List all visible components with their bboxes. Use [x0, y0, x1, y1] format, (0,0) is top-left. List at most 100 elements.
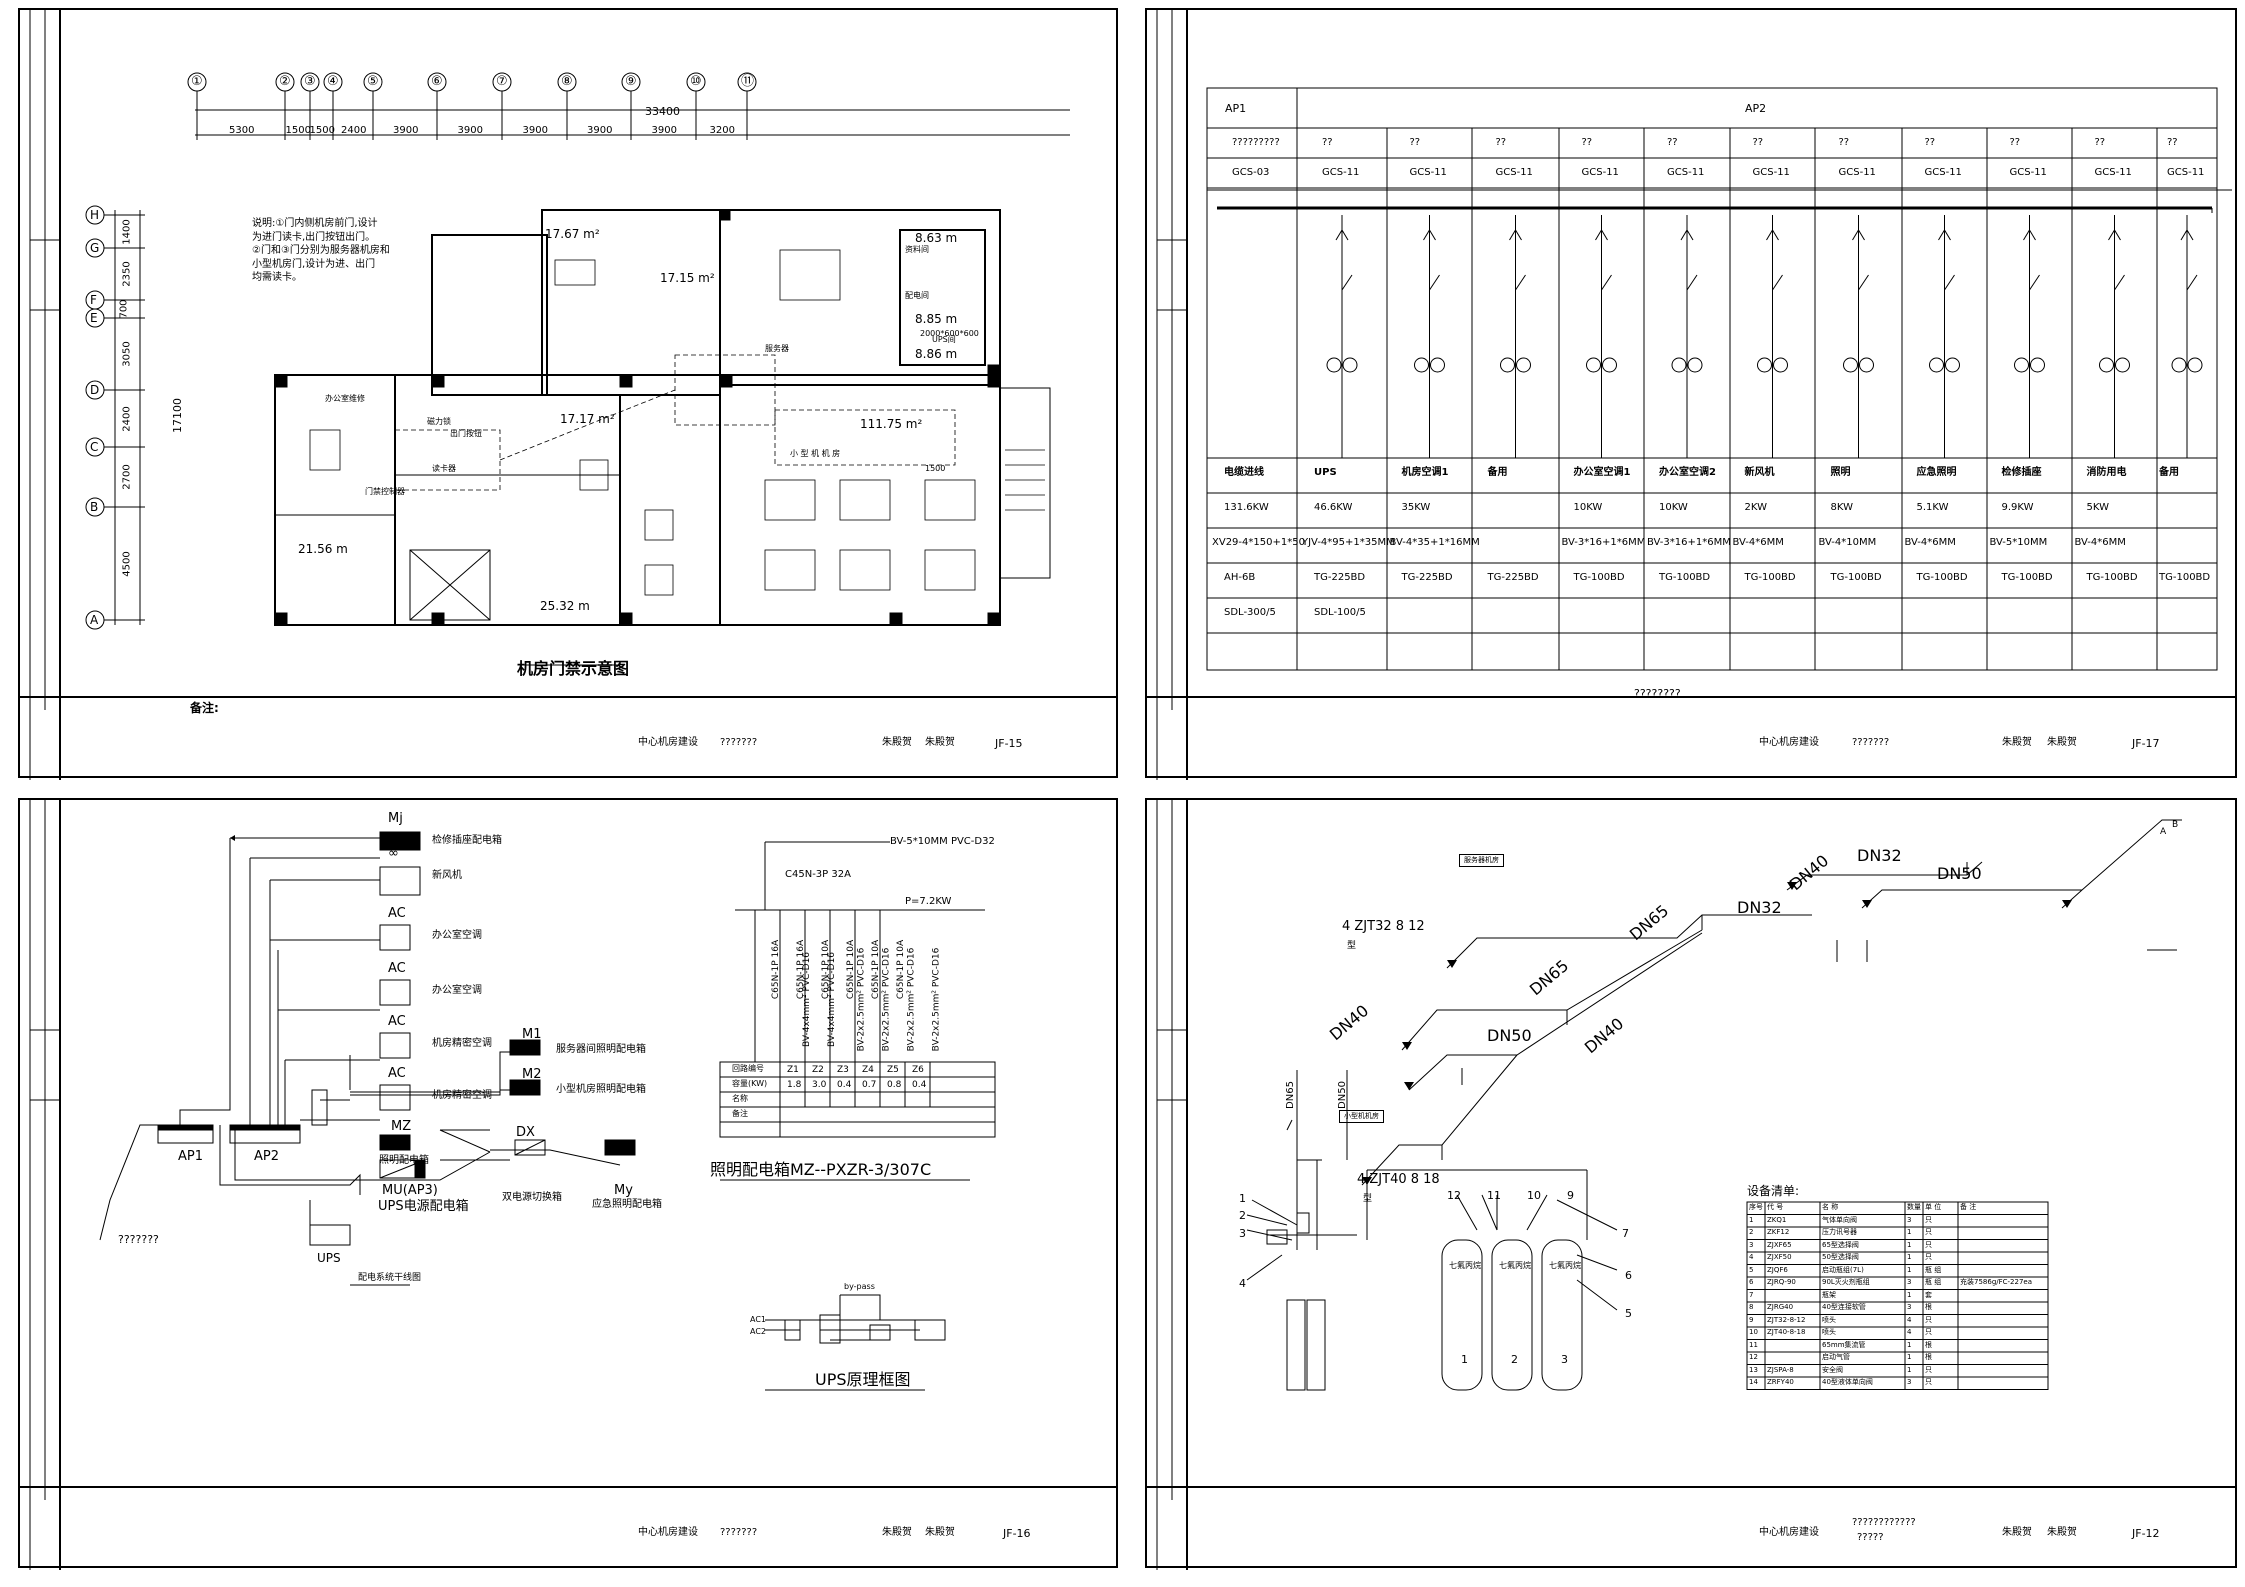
equipment-table-cell: 14	[1749, 1378, 1758, 1386]
equipment-table-cell: ZJRG40	[1767, 1303, 1794, 1311]
incoming-type: ??	[1838, 137, 1850, 148]
server-room-tag: 服务器机房	[1459, 854, 1504, 867]
circuit-breaker: TG-100BD	[2086, 572, 2138, 583]
m2-tag: M2	[522, 1067, 542, 1082]
vertical-dn65: DN65	[1284, 1081, 1296, 1109]
total-dimension: 33400	[645, 105, 680, 118]
switch-mark	[1509, 229, 1516, 241]
equipment-table-cell: 1	[1907, 1340, 1912, 1349]
cylinder-number: 3	[1561, 1353, 1568, 1366]
ap1-tag: AP1	[178, 1149, 204, 1164]
equipment-table-cell: 2	[1749, 1228, 1754, 1236]
room-label: 17.15 m²	[660, 271, 715, 285]
floor-plan-drawing	[29, 10, 1070, 780]
equipment-table-cell: ZRFY40	[1767, 1378, 1794, 1386]
row-dimension: 2700	[121, 464, 133, 490]
grid-dimension: 1500	[285, 125, 311, 136]
circuit-name: 检修插座	[2001, 467, 2042, 478]
panel-circuit-id: Z3	[837, 1065, 849, 1075]
incoming-type: ??	[1322, 137, 1333, 148]
panel-circuit-id: Z1	[787, 1065, 799, 1075]
row-dimension: 3050	[121, 341, 133, 367]
panel-circuit-kw: 3.0	[812, 1080, 827, 1090]
tb-drawing: ????????????	[1852, 1517, 1916, 1528]
load-name: 办公室空调	[432, 985, 482, 996]
switch-blade	[1944, 274, 1955, 291]
distribution-schematic	[1156, 10, 2232, 780]
m1-tag: M1	[522, 1027, 542, 1042]
nozzle-spec-1-sub: 型	[1347, 941, 1357, 951]
switch-mark	[1601, 229, 1608, 241]
equipment-table-cell: 只	[1925, 1228, 1932, 1236]
panel-circuit-id: Z4	[862, 1065, 874, 1075]
circuit-breaker: TG-100BD	[1573, 572, 1625, 583]
bypass-label: by-pass	[844, 1282, 875, 1291]
grid-axis-number: ①	[191, 74, 203, 89]
incoming-type: ??	[1581, 137, 1593, 148]
circuit-name: 照明	[1830, 467, 1851, 478]
row-dimension: 1400	[121, 218, 133, 245]
equipment-table-cell: 只	[1925, 1378, 1932, 1386]
cylinder-number: 2	[1511, 1353, 1518, 1366]
equipment-table-cell: 安全阀	[1822, 1365, 1843, 1374]
schedule-caption: ????????	[1634, 687, 1681, 700]
tb-checker: 朱殿贺	[925, 737, 955, 748]
circuit-cable: BV-4*6MM	[1904, 537, 1956, 548]
grid-row-letter: E	[90, 311, 98, 325]
switch-mark	[2029, 229, 2036, 241]
panel-power: P=7.2KW	[905, 896, 952, 907]
tb-number: JF-16	[1003, 1527, 1031, 1540]
ct-symbol	[1773, 357, 1788, 373]
circuit-power: 10KW	[1573, 502, 1603, 513]
equipment-table-header: 名 称	[1822, 1203, 1839, 1211]
pipe-size: DN50	[1937, 864, 1982, 883]
incoming-type: ??	[1495, 137, 1507, 148]
room-label: 111.75 m²	[860, 417, 923, 431]
load-tag: AC	[388, 1014, 406, 1029]
equipment-table-cell: 12	[1749, 1353, 1758, 1361]
pipe-end-a: A	[2160, 827, 2167, 837]
circuit-cable: BV-4*35+1*16MM	[1389, 537, 1480, 548]
equipment-table-cell: 9	[1749, 1315, 1754, 1324]
tb-drawing: ???????	[720, 1527, 758, 1538]
callout-number: 10	[1527, 1189, 1541, 1202]
ac2-label: AC2	[750, 1327, 767, 1336]
switch-mark	[1858, 229, 1865, 241]
tb-number: JF-17	[2132, 737, 2160, 750]
grid-dimension: 5300	[229, 125, 255, 136]
cabinet-type: GCS-11	[1322, 167, 1360, 178]
pipe-end-b: B	[2172, 820, 2179, 830]
circuit-breaker-label: C65N-1P 16A	[771, 939, 782, 1000]
switch-blade	[2029, 274, 2040, 291]
access-note: 说明:①门内侧机房前门,设计 为进门读卡,出门按钮出门。 ②门和③门分别为服务器…	[252, 218, 390, 283]
equipment-table-cell: 气体单向阀	[1822, 1215, 1857, 1224]
incoming-type: ??	[2009, 137, 2021, 148]
mu-tag: MU(AP3)	[382, 1183, 438, 1198]
equipment-table-cell: ZJQF6	[1767, 1265, 1788, 1274]
power-riser-diagram	[29, 800, 996, 1570]
ct-symbol	[1671, 357, 1687, 373]
circuit-breaker: TG-100BD	[1830, 572, 1882, 583]
equipment-table-cell: 喷头	[1822, 1328, 1836, 1336]
total-height-dimension: 17100	[171, 398, 184, 433]
room-label: 资料间	[905, 245, 929, 254]
switch-mark	[2108, 229, 2115, 241]
grid-row-letter: C	[90, 440, 99, 454]
equipment-table-cell: 65mm集流管	[1822, 1340, 1866, 1349]
nozzle-spec-1: 4 ZJT32 8 12	[1342, 919, 1425, 934]
m2-name: 小型机房照明配电箱	[556, 1084, 646, 1095]
circuit-breaker: AH-6B	[1224, 572, 1256, 583]
switch-mark	[1852, 229, 1859, 241]
incoming-type: ??	[1752, 137, 1764, 148]
switch-mark	[2186, 229, 2194, 241]
room-label: 办公室维修	[325, 394, 365, 403]
switch-blade	[1858, 274, 1869, 291]
pipe-size: DN32	[1737, 898, 1782, 917]
tb-drawing: ???????	[1852, 737, 1890, 748]
callout-number: 2	[1239, 1209, 1246, 1222]
my-tag: My	[614, 1183, 633, 1198]
equipment-table-cell: 1	[1907, 1253, 1912, 1261]
ups-tag: UPS	[317, 1251, 341, 1265]
grid-dimension: 3900	[522, 125, 548, 136]
